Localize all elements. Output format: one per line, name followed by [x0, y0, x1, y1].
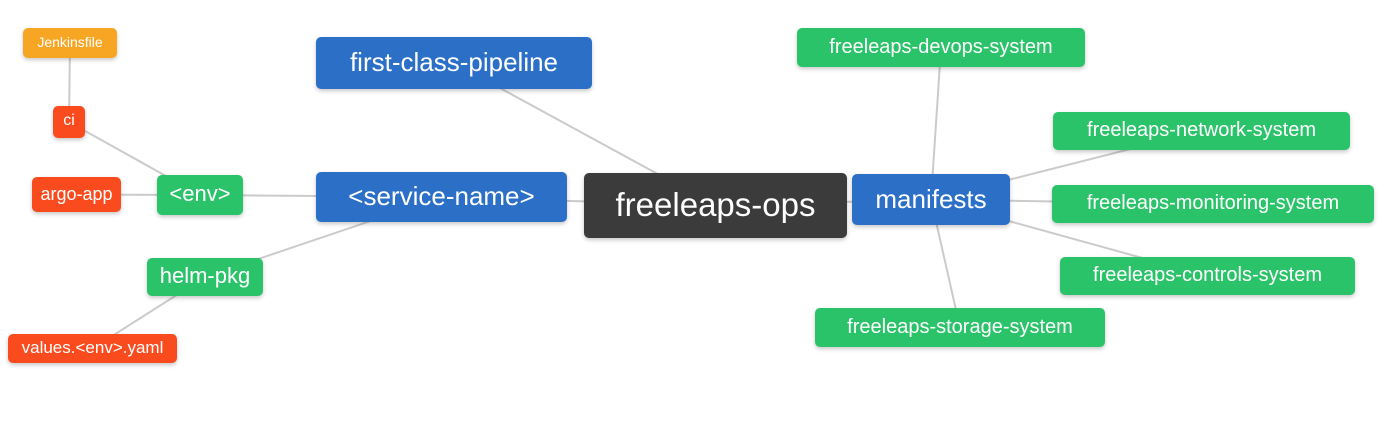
node-label-freeleaps-controls-system: freeleaps-controls-system: [1093, 264, 1322, 286]
node-manifests[interactable]: manifests: [852, 174, 1010, 225]
node-label-freeleaps-storage-system: freeleaps-storage-system: [847, 315, 1073, 338]
node-freeleaps-network-system[interactable]: freeleaps-network-system: [1053, 112, 1350, 150]
node-freeleaps-controls-system[interactable]: freeleaps-controls-system: [1060, 257, 1355, 295]
node-argo-app[interactable]: argo-app: [32, 177, 121, 212]
node-label-helm-pkg: helm-pkg: [159, 263, 251, 288]
node-label-env: <env>: [169, 181, 231, 206]
node-helm-pkg[interactable]: helm-pkg: [147, 258, 263, 296]
node-label-manifests: manifests: [875, 183, 987, 214]
node-ci[interactable]: ci: [53, 106, 85, 138]
node-label-values-env-yaml: values.<env>.yaml: [21, 338, 164, 357]
node-label-ci: ci: [63, 112, 75, 129]
node-label-freeleaps-monitoring-system: freeleaps-monitoring-system: [1086, 192, 1340, 214]
node-first-class-pipeline[interactable]: first-class-pipeline: [316, 37, 592, 89]
node-service-name[interactable]: <service-name>: [316, 172, 567, 222]
node-label-jenkinsfile: Jenkinsfile: [37, 34, 103, 50]
node-freeleaps-devops-system[interactable]: freeleaps-devops-system: [797, 28, 1085, 67]
node-values-env-yaml[interactable]: values.<env>.yaml: [8, 334, 177, 363]
node-jenkinsfile[interactable]: Jenkinsfile: [23, 28, 117, 58]
node-label-service-name: <service-name>: [348, 181, 535, 211]
node-label-first-class-pipeline: first-class-pipeline: [349, 47, 559, 77]
node-freeleaps-storage-system[interactable]: freeleaps-storage-system: [815, 308, 1105, 347]
node-label-freeleaps-devops-system: freeleaps-devops-system: [829, 35, 1053, 58]
node-label-freeleaps-ops: freeleaps-ops: [615, 186, 816, 223]
node-label-freeleaps-network-system: freeleaps-network-system: [1087, 119, 1316, 141]
node-freeleaps-monitoring-system[interactable]: freeleaps-monitoring-system: [1052, 185, 1374, 223]
node-env[interactable]: <env>: [157, 175, 243, 215]
node-freeleaps-ops[interactable]: freeleaps-ops: [584, 173, 847, 238]
node-label-argo-app: argo-app: [40, 183, 113, 204]
